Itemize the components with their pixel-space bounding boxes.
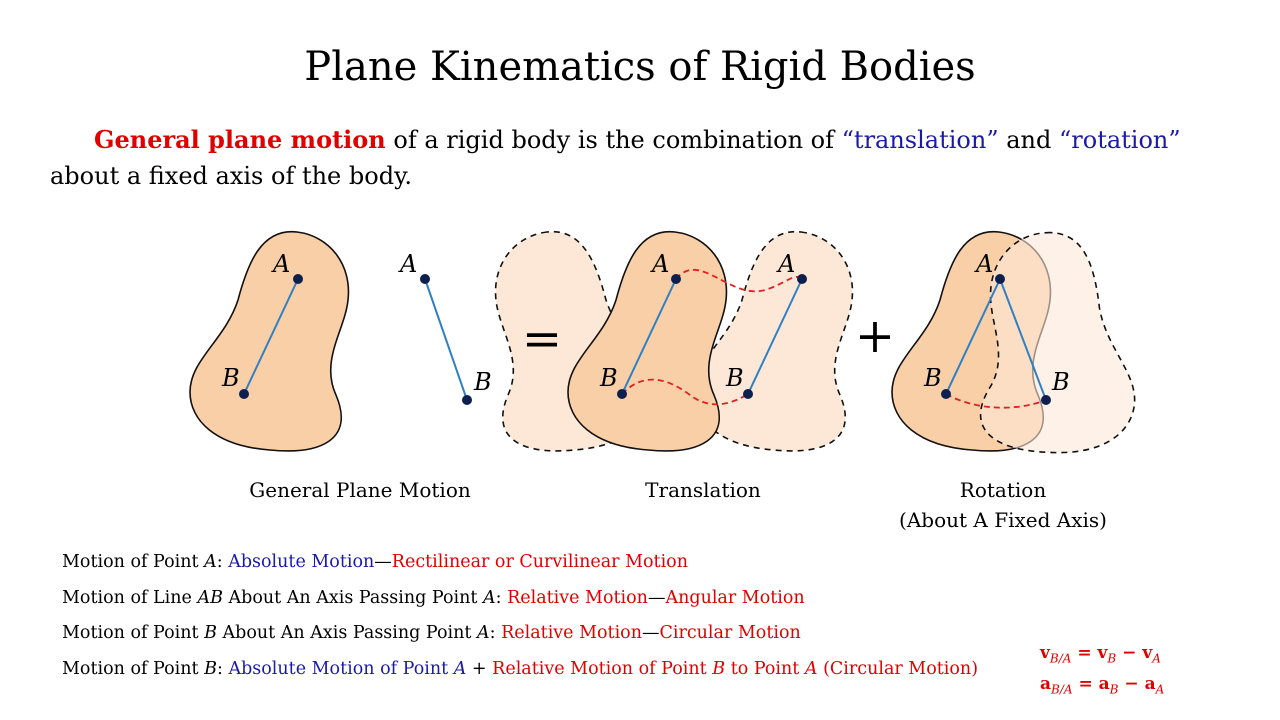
line4-absolute-var: A	[453, 658, 467, 679]
eq-a-b: a	[1098, 674, 1110, 695]
caption-general: General Plane Motion	[249, 478, 471, 502]
line3-var2: A	[476, 623, 490, 643]
label-b-6: B	[1051, 368, 1070, 396]
caption-rotation: Rotation (About A Fixed Axis)	[880, 475, 1126, 535]
line2-mid: About An Axis Passing Point	[222, 587, 483, 608]
motion-line-3: Motion of Point B About An Axis Passing …	[62, 616, 978, 652]
eq-v-equals: =	[1071, 643, 1098, 663]
rotation-segment-2	[999, 278, 1047, 401]
label-a-5: A	[974, 250, 993, 278]
line4-colon: :	[216, 658, 229, 679]
translation-path-b	[621, 378, 749, 406]
motion-description-list: Motion of Point A: Absolute Motion—Recti…	[62, 545, 978, 687]
intro-highlight: General plane motion	[94, 125, 386, 154]
eq-v-left-sub: B/A	[1049, 651, 1072, 666]
eq-v-b: v	[1097, 643, 1108, 663]
eq-a-a-sub: A	[1155, 682, 1165, 697]
caption-rotation-title: Rotation	[959, 478, 1047, 502]
intro-and: and	[998, 126, 1059, 154]
line1-absolute: Absolute Motion	[228, 552, 375, 572]
intro-text-1: of a rigid body is the combination of	[385, 126, 842, 154]
line2-var1: AB	[197, 587, 223, 608]
intro-text-2: about a fixed axis of the body.	[50, 162, 413, 190]
eq-v-left: v	[1040, 643, 1050, 663]
eq-v-a: v	[1142, 643, 1153, 663]
motion-line-2: Motion of Line AB About An Axis Passing …	[62, 581, 978, 617]
rotation-segment-1	[945, 278, 1001, 395]
line3-colon: :	[489, 623, 502, 643]
eq-a-equals: =	[1072, 674, 1099, 695]
velocity-equation: vB/A = vB − vA	[1040, 640, 1164, 671]
eq-v-minus: −	[1116, 643, 1143, 663]
caption-translation: Translation	[645, 478, 761, 502]
line4-relative-var1: B	[712, 658, 726, 679]
line4-to-point: to Point	[725, 658, 805, 679]
motion-line-4: Motion of Point B: Absolute Motion of Po…	[62, 652, 978, 688]
label-a-1: A	[271, 250, 290, 278]
intro-translation: “translation”	[841, 126, 999, 154]
general-body-start: A B	[189, 230, 350, 452]
caption-rotation-sub: (About A Fixed Axis)	[899, 508, 1107, 532]
label-b-1: B	[221, 364, 240, 392]
line2-relative: Relative Motion	[507, 587, 648, 608]
line3-mid: About An Axis Passing Point	[216, 623, 477, 643]
line1-colon: :	[216, 552, 229, 572]
intro-rotation: “rotation”	[1059, 126, 1181, 154]
line1-dash: —	[374, 552, 392, 572]
velocity-acceleration-equations: vB/A = vB − vA aB/A = aB − aA	[1040, 640, 1164, 703]
acceleration-equation: aB/A = aB − aA	[1040, 671, 1164, 702]
line4-relative: Relative Motion of Point	[492, 658, 713, 679]
eq-v-b-sub: B	[1107, 651, 1117, 666]
plus-sign: +	[855, 308, 895, 364]
line4-plus: +	[466, 658, 493, 679]
intro-paragraph: General plane motion of a rigid body is …	[50, 122, 1230, 194]
eq-a-left-sub: B/A	[1051, 682, 1073, 697]
label-b-3: B	[599, 364, 618, 392]
translation-segment-1	[621, 278, 677, 395]
line1-var: A	[204, 552, 217, 572]
label-b-2: B	[473, 368, 492, 396]
line3-prefix: Motion of Point	[62, 623, 205, 643]
equals-sign: =	[522, 311, 562, 367]
label-a-2: A	[398, 250, 417, 278]
label-a-4: A	[776, 250, 795, 278]
line2-dash: —	[647, 587, 666, 608]
motion-diagram: A B A B = A B A B +	[189, 224, 1158, 460]
line2-prefix: Motion of Line	[62, 587, 198, 608]
line2-var2: A	[482, 587, 496, 608]
line1-prefix: Motion of Point	[62, 552, 205, 572]
eq-a-minus: −	[1118, 674, 1145, 695]
eq-a-b-sub: B	[1109, 682, 1119, 697]
line4-var: B	[204, 658, 217, 679]
label-b-4: B	[725, 364, 744, 392]
line2-type: Angular Motion	[665, 587, 805, 608]
line3-dash: —	[641, 623, 660, 643]
line4-circular: (Circular Motion)	[817, 658, 979, 679]
line3-var1: B	[204, 623, 217, 643]
line3-relative: Relative Motion	[501, 623, 642, 643]
eq-a-a: a	[1144, 674, 1156, 695]
line3-type: Circular Motion	[659, 623, 801, 643]
eq-a-left: a	[1040, 674, 1052, 695]
line2-colon: :	[495, 587, 508, 608]
eq-v-a-sub: A	[1152, 651, 1161, 666]
line4-absolute: Absolute Motion of Point	[228, 658, 454, 679]
translation-path-a	[675, 268, 803, 293]
general-body-end: A B	[398, 230, 655, 452]
line4-prefix: Motion of Point	[62, 658, 205, 679]
motion-line-1: Motion of Point A: Absolute Motion—Recti…	[62, 545, 978, 581]
translation-segment-2	[747, 278, 803, 395]
label-a-3: A	[650, 250, 669, 278]
rotation-arc-b	[945, 393, 1047, 409]
line4-relative-var2: A	[804, 658, 818, 679]
label-b-5: B	[923, 364, 942, 392]
line1-type: Rectilinear or Curvilinear Motion	[391, 552, 688, 572]
slide-title: Plane Kinematics of Rigid Bodies	[304, 44, 976, 90]
